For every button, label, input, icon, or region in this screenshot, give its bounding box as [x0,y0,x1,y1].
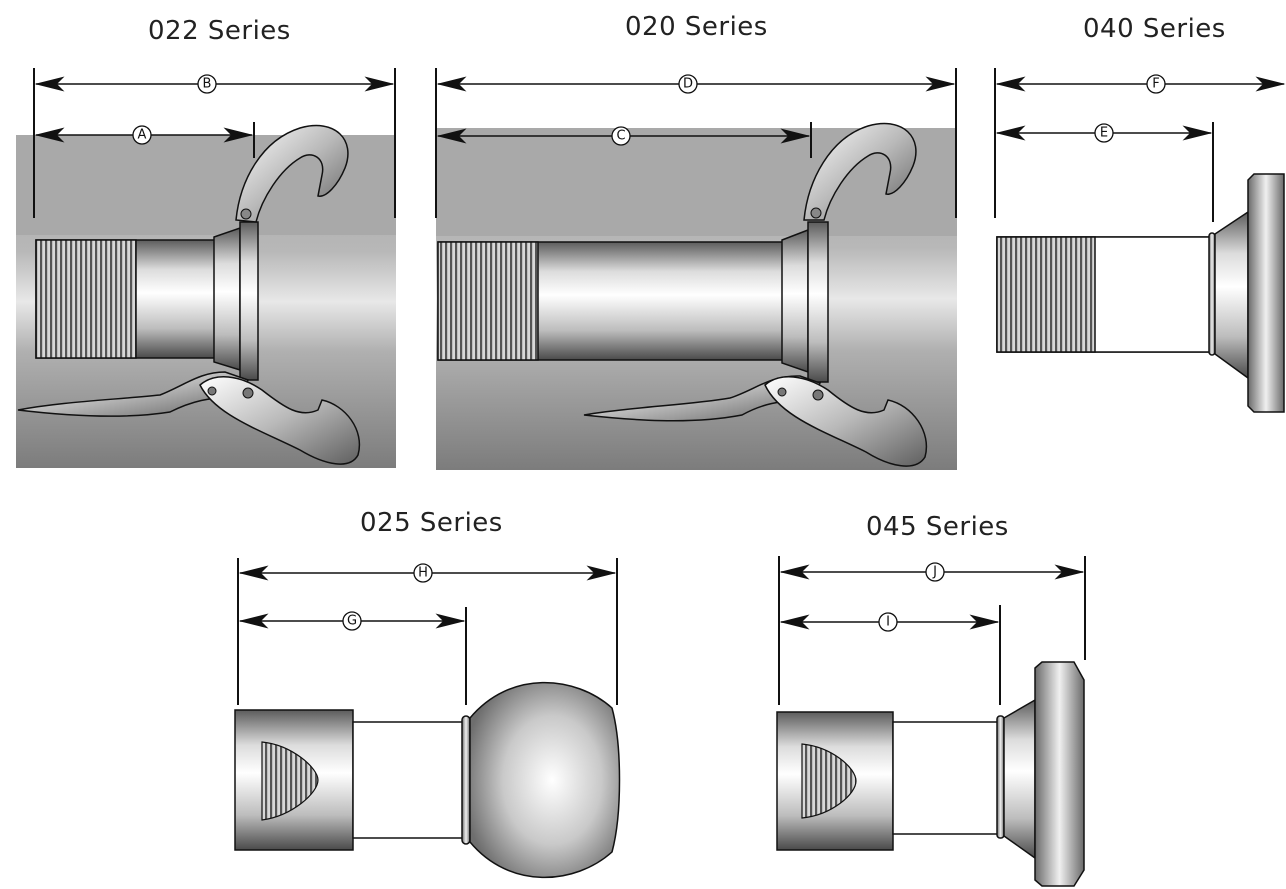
series-045-thread [801,743,857,819]
series-045-figure: J I [776,556,1086,887]
series-title-025: 025 Series [360,508,503,538]
dimension-h-label: H [418,566,428,581]
dimension-g-label: G [347,614,357,629]
dimension-e-label: E [1100,126,1108,141]
series-025-thread [261,741,319,821]
series-025-figure: H G [234,558,621,879]
series-020-thread [437,241,539,361]
series-025-ball [469,681,621,879]
series-title-020: 020 Series [625,12,768,42]
series-022-top-handle [235,124,349,223]
dimension-i-label: I [886,615,890,630]
dimension-d-label: D [683,77,693,92]
series-022-bottom-handle [199,376,361,465]
dimension-f-label: F [1152,77,1159,92]
series-title-045: 045 Series [866,512,1009,542]
dimension-b-label: B [203,77,212,92]
series-020-top-handle [803,122,917,221]
series-020-lever [583,375,822,422]
series-title-022: 022 Series [148,16,291,46]
series-022-figure: B A [16,68,396,468]
series-title-040: 040 Series [1083,14,1226,44]
series-020-bottom-handle [764,376,928,467]
series-045-flange [1034,661,1085,887]
dimension-a-label: A [138,128,147,143]
series-020-figure: D C [435,68,957,470]
series-022-thread [35,239,137,359]
dimension-c-label: C [616,129,625,144]
series-040-thread [996,236,1096,353]
series-040-flange [1247,173,1285,413]
dimension-j-label: J [932,565,937,580]
series-040-figure: F E [994,68,1286,413]
